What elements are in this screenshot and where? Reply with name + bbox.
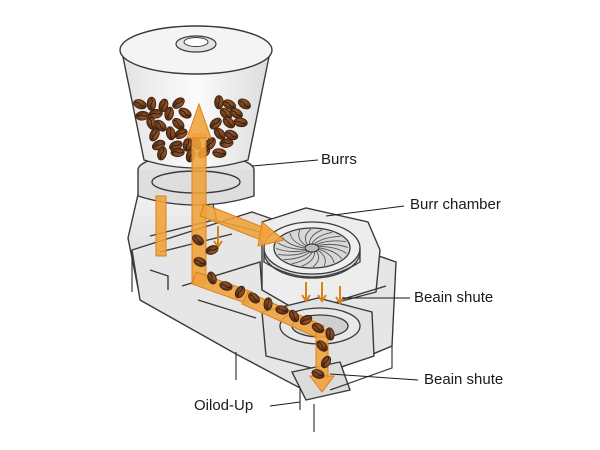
coffee-bean-icon — [325, 327, 335, 341]
leader-lines — [251, 159, 419, 407]
coffee-bean-icon — [148, 108, 163, 119]
coffee-bean-icon — [275, 305, 289, 315]
coffee-bean-icon — [311, 369, 325, 379]
coffee-bean-icon — [311, 322, 325, 334]
coffee-bean-icon — [146, 96, 157, 111]
label-burr-chamber: Burr chamber — [410, 196, 501, 213]
coffee-bean-icon — [212, 148, 227, 158]
coffee-bean-icon — [234, 285, 246, 299]
coffee-bean-icon — [149, 128, 160, 142]
grinder-body — [127, 185, 397, 401]
leader-burr-chamber — [325, 205, 405, 217]
coffee-bean-icon — [178, 107, 192, 119]
leader-oiled-up — [269, 401, 301, 407]
coffee-bean-icon — [316, 340, 328, 352]
coffee-bean-icon — [209, 117, 222, 130]
coffee-bean-icon — [263, 297, 273, 311]
coffee-bean-icon — [164, 106, 174, 121]
label-bean-chute-lower: Beain shute — [424, 371, 504, 388]
leader-bean-chute-lower — [329, 373, 419, 381]
label-oiled-up: Oilod-Up — [194, 397, 254, 414]
coffee-bean-icon — [207, 271, 217, 285]
coffee-bean-icon — [222, 116, 236, 129]
coffee-bean-icon — [299, 314, 313, 326]
small-flow-arrows — [213, 226, 345, 305]
coffee-bean-icon — [237, 98, 251, 110]
coffee-bean-icon — [213, 127, 226, 140]
label-bean-chute-upper: Beain shute — [414, 289, 494, 306]
coffee-bean-icon — [222, 99, 236, 111]
coffee-bean-icon — [133, 99, 147, 110]
channel-beans — [192, 234, 335, 379]
burr-blades — [275, 228, 349, 268]
coffee-bean-icon — [219, 281, 233, 291]
label-burrs: Burrs — [321, 151, 357, 168]
base-edges — [131, 250, 393, 432]
coffee-bean-icon — [205, 245, 219, 255]
burr-chamber-disc — [263, 221, 361, 279]
leader-burrs — [251, 159, 319, 167]
coffee-bean-icon — [214, 95, 224, 110]
coffee-bean-icon — [288, 309, 300, 323]
coffee-bean-icon — [193, 257, 207, 267]
coffee-bean-icon — [170, 147, 185, 158]
coffee-bean-icon — [192, 234, 204, 246]
coffee-bean-icon — [229, 107, 243, 119]
flow-arrow-icon — [186, 102, 212, 139]
coffee-bean-icon — [219, 138, 234, 148]
coffee-bean-icon — [248, 292, 260, 304]
coffee-bean-icon — [174, 128, 188, 140]
coffee-bean-icon — [157, 146, 167, 161]
coffee-bean-icon — [233, 117, 248, 128]
coffee-bean-icon — [165, 126, 176, 141]
coffee-bean-icon — [320, 355, 332, 369]
flow-arrow-icon — [257, 221, 286, 247]
coffee-bean-icon — [172, 97, 185, 109]
